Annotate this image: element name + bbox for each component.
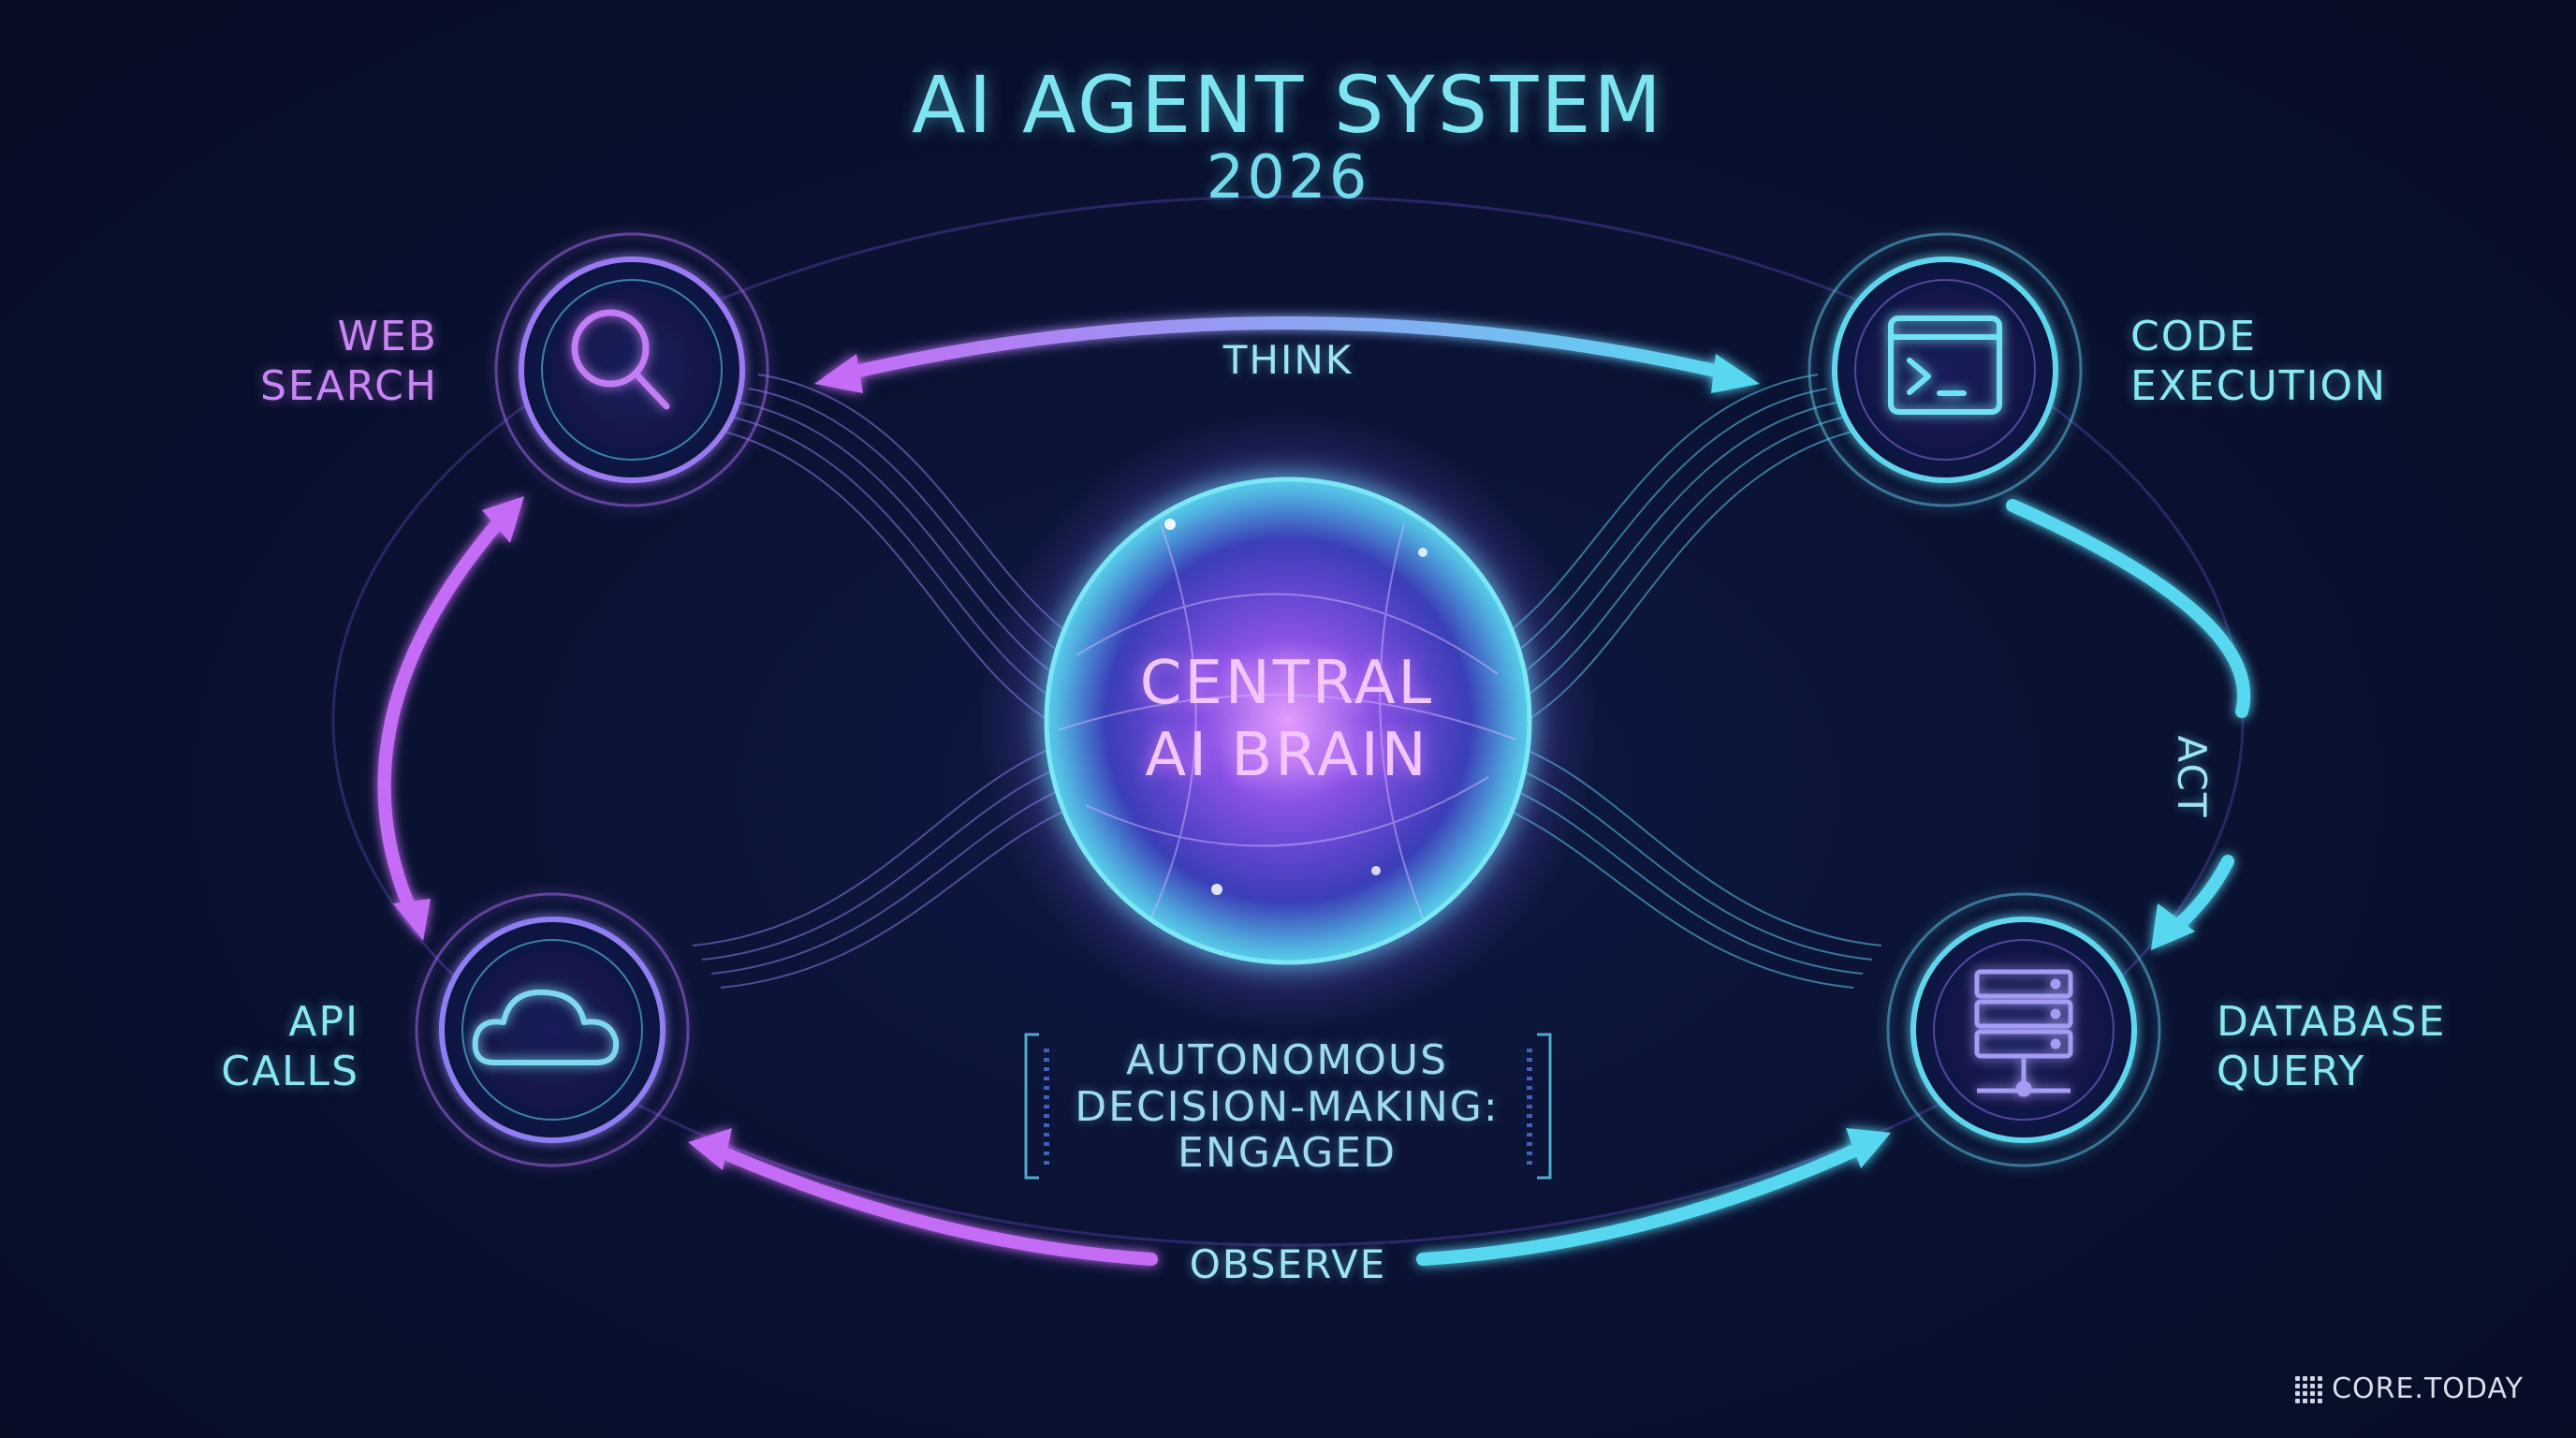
autonomy-status: AUTONOMOUS DECISION-MAKING: ENGAGED [1030,1037,1544,1177]
node-api-calls [415,892,690,1167]
node-label-line: SEARCH [259,361,438,410]
central-brain-label: CENTRAL AI BRAIN [936,648,1638,792]
node-label-line: CALLS [221,1047,359,1095]
node-label-database-query: DATABASE QUERY [2217,998,2497,1097]
status-line: ENGAGED [1178,1129,1397,1178]
brand-watermark: CORE.TODAY [2295,1372,2524,1406]
flow-label-observe: OBSERVE [1189,1241,1387,1287]
node-label-line: QUERY [2217,1047,2366,1095]
search-icon [571,309,670,410]
think-flow-arrow [814,316,1760,393]
central-brain-line: AI BRAIN [1145,720,1429,790]
node-label-code-execution: CODE EXECUTION [2130,313,2411,412]
node-web-search [494,232,769,507]
node-label-line: WEB [337,313,438,360]
status-line: DECISION-MAKING: [1075,1082,1500,1131]
terminal-icon [1888,315,2002,415]
outer-orbit-ring [331,195,2245,1247]
left-flow-arrow [377,496,524,941]
flow-label-act: ACT [2169,735,2215,819]
cloud-icon [472,989,620,1065]
status-line: AUTONOMOUS [1125,1036,1449,1084]
brand-logo-icon [2295,1375,2323,1403]
node-label-web-search: WEB SEARCH [253,313,438,412]
flow-label-think: THINK [1222,337,1354,383]
page-subtitle: 2026 [1206,143,1370,213]
central-brain-line: CENTRAL [1139,649,1435,718]
act-flow-arrow [2006,499,2251,950]
node-label-line: API [288,998,359,1046]
node-label-api-calls: API CALLS [187,998,359,1097]
status-brackets [1024,1033,1552,1180]
central-ai-brain-orb [979,412,1597,1030]
observe-flow-arrow [688,1128,1891,1266]
node-label-line: EXECUTION [2130,361,2388,410]
page-title: AI AGENT SYSTEM [912,59,1664,151]
node-database-query [1886,892,2161,1167]
brand-name: CORE.TODAY [2332,1372,2524,1405]
node-code-execution [1808,232,2083,507]
database-server-icon [1974,969,2073,1097]
node-label-line: CODE [2130,313,2258,360]
node-label-line: DATABASE [2217,998,2447,1046]
